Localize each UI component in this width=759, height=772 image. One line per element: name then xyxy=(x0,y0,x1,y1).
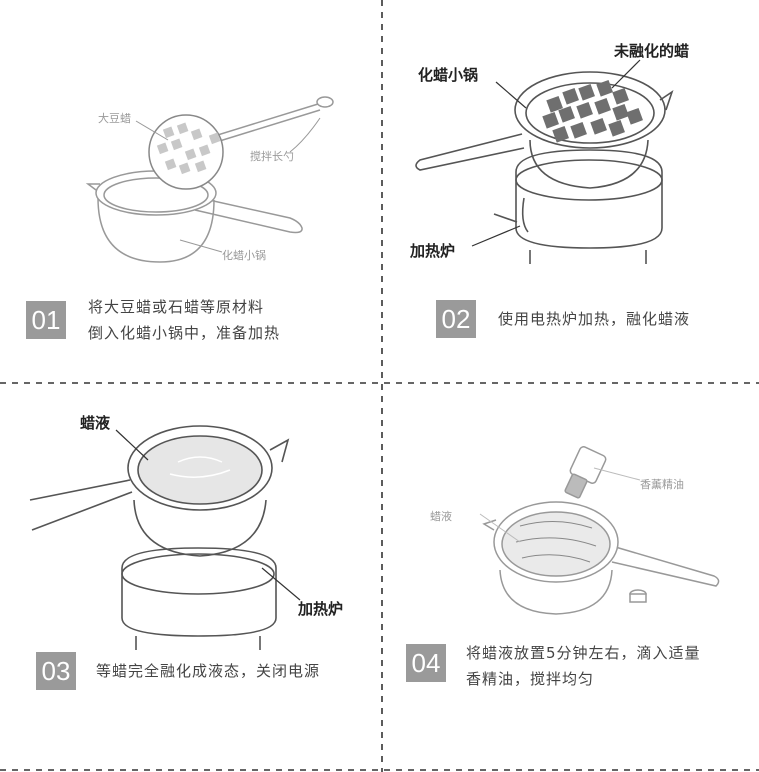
step2-illustration xyxy=(415,71,674,264)
step1-caption-line2: 倒入化蜡小锅中，准备加热 xyxy=(88,324,281,342)
label-liquid-wax-4: 蜡液 xyxy=(430,510,452,523)
label-stove-3: 加热炉 xyxy=(298,600,344,618)
step-number-1: 01 xyxy=(26,301,66,339)
step1-caption-line1: 将大豆蜡或石蜡等原材料 xyxy=(88,298,265,316)
step1-caption: 将大豆蜡或石蜡等原材料 倒入化蜡小锅中，准备加热 xyxy=(88,294,280,346)
step-number-4: 04 xyxy=(406,644,446,682)
step2-leaders xyxy=(471,59,641,247)
step-number-2: 02 xyxy=(436,300,476,338)
step2-caption: 使用电热炉加热，融化蜡液 xyxy=(498,310,691,328)
step1-leaders xyxy=(135,117,321,253)
step4-liquid-swirl xyxy=(515,520,597,563)
label-stove: 加热炉 xyxy=(410,242,456,260)
label-wax-pot: 化蜡小锅 xyxy=(418,66,479,84)
step4-caption-line2: 香精油，搅拌均匀 xyxy=(466,670,595,688)
step3-liquid-swirl xyxy=(169,456,231,478)
label-fragrance-oil: 香薰精油 xyxy=(640,478,684,491)
step4-caption: 将蜡液放置5分钟左右，滴入适量 香精油，搅拌均匀 xyxy=(466,640,701,692)
step4-leaders xyxy=(479,467,641,543)
step3-illustration xyxy=(29,425,290,650)
label-unmelted-wax: 未融化的蜡 xyxy=(614,42,690,60)
step4-illustration xyxy=(482,446,720,615)
step-number-3: 03 xyxy=(36,652,76,690)
label-soy-wax: 大豆蜡 xyxy=(98,112,131,125)
step1-wax-cubes xyxy=(156,122,221,175)
label-liquid-wax: 蜡液 xyxy=(80,414,111,432)
step2-wax-cubes xyxy=(542,79,643,143)
step3-caption: 等蜡完全融化成液态，关闭电源 xyxy=(96,662,321,680)
label-stir-spoon: 搅拌长勺 xyxy=(250,150,294,163)
label-melting-pot: 化蜡小锅 xyxy=(222,249,266,262)
step4-caption-line1: 将蜡液放置5分钟左右，滴入适量 xyxy=(466,644,701,662)
step3-leaders xyxy=(115,429,301,601)
